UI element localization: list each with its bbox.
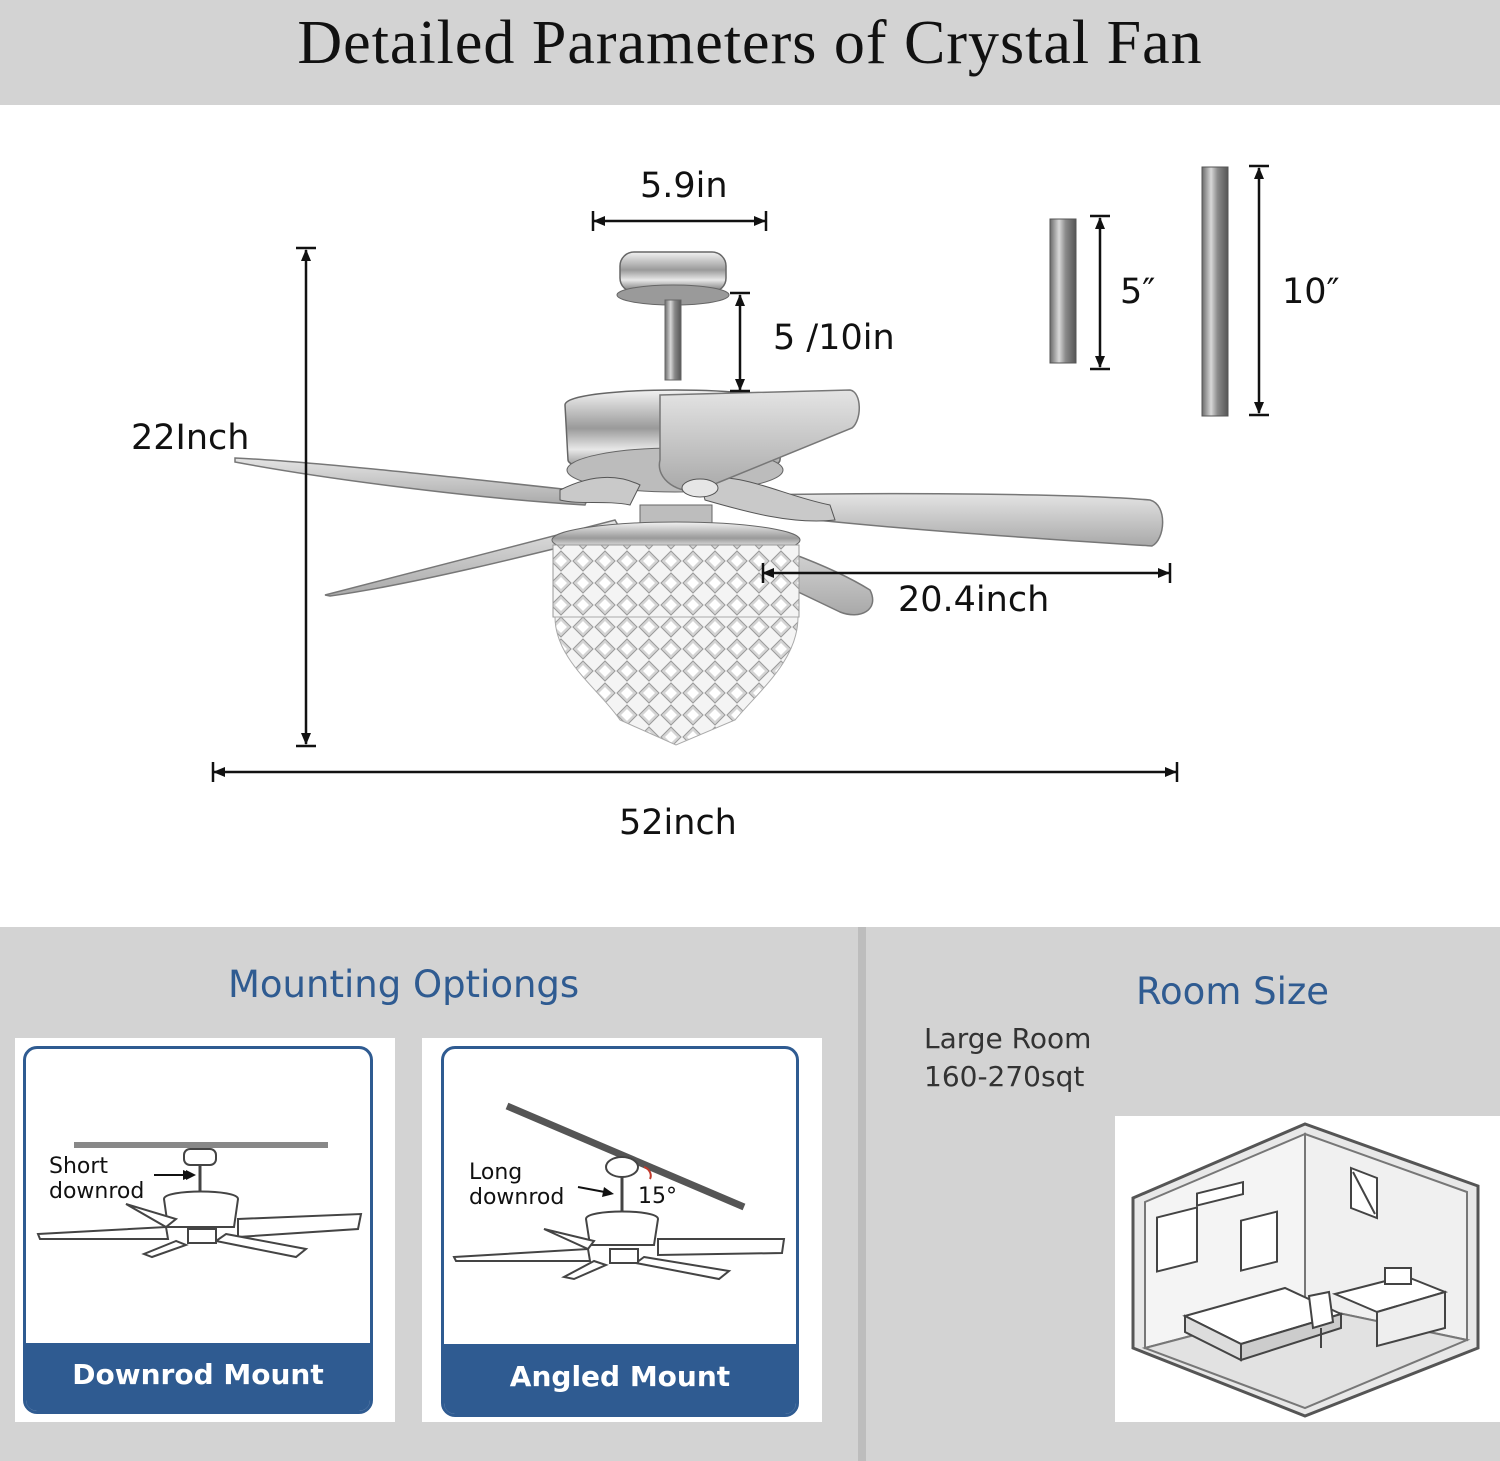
room-size-value: 160-270sqt (924, 1060, 1085, 1093)
fan-downrod (664, 299, 682, 381)
rod-short (1049, 218, 1077, 364)
label-downrod-length: 5 /10in (773, 318, 895, 358)
crystal-drops (554, 616, 799, 746)
room-illustration (1131, 1122, 1480, 1418)
angled-note-line2: downrod (469, 1185, 565, 1210)
downrod-mount-card: Short downrod Downrod Mount (15, 1038, 395, 1422)
panel-divider (858, 927, 866, 1461)
angled-mount-label: Angled Mount (444, 1344, 796, 1414)
label-blade-length: 20.4inch (898, 580, 1050, 620)
rod-long (1201, 166, 1229, 417)
room-size-title: Room Size (1136, 970, 1330, 1013)
angled-mount-card: Long downrod 15° Angled Mount (422, 1038, 822, 1422)
label-rod-long: 10″ (1282, 272, 1340, 312)
angled-note-line1: Long (469, 1160, 523, 1185)
downrod-mount-label: Downrod Mount (26, 1343, 370, 1411)
fan-blade-left (234, 457, 592, 506)
label-height: 22Inch (131, 418, 250, 458)
label-span: 52inch (619, 803, 737, 843)
downrod-note-line2: downrod (49, 1179, 145, 1204)
page-title: Detailed Parameters of Crystal Fan (297, 9, 1203, 77)
angled-angle-label: 15° (638, 1184, 677, 1209)
room-illustration-box (1115, 1116, 1500, 1422)
crystal-band (552, 544, 800, 618)
downrod-note-line1: Short (49, 1154, 109, 1179)
angled-mount-illustration (452, 1102, 786, 1281)
fan-blade-right (758, 492, 1164, 547)
header-bar (0, 0, 1500, 105)
mounting-title: Mounting Optiongs (228, 963, 580, 1006)
label-canopy-width: 5.9in (640, 166, 728, 206)
room-size-label: Large Room (924, 1022, 1092, 1055)
downrod-mount-illustration (36, 1142, 363, 1259)
label-rod-short: 5″ (1120, 272, 1156, 312)
fan-diagram (211, 164, 1269, 782)
